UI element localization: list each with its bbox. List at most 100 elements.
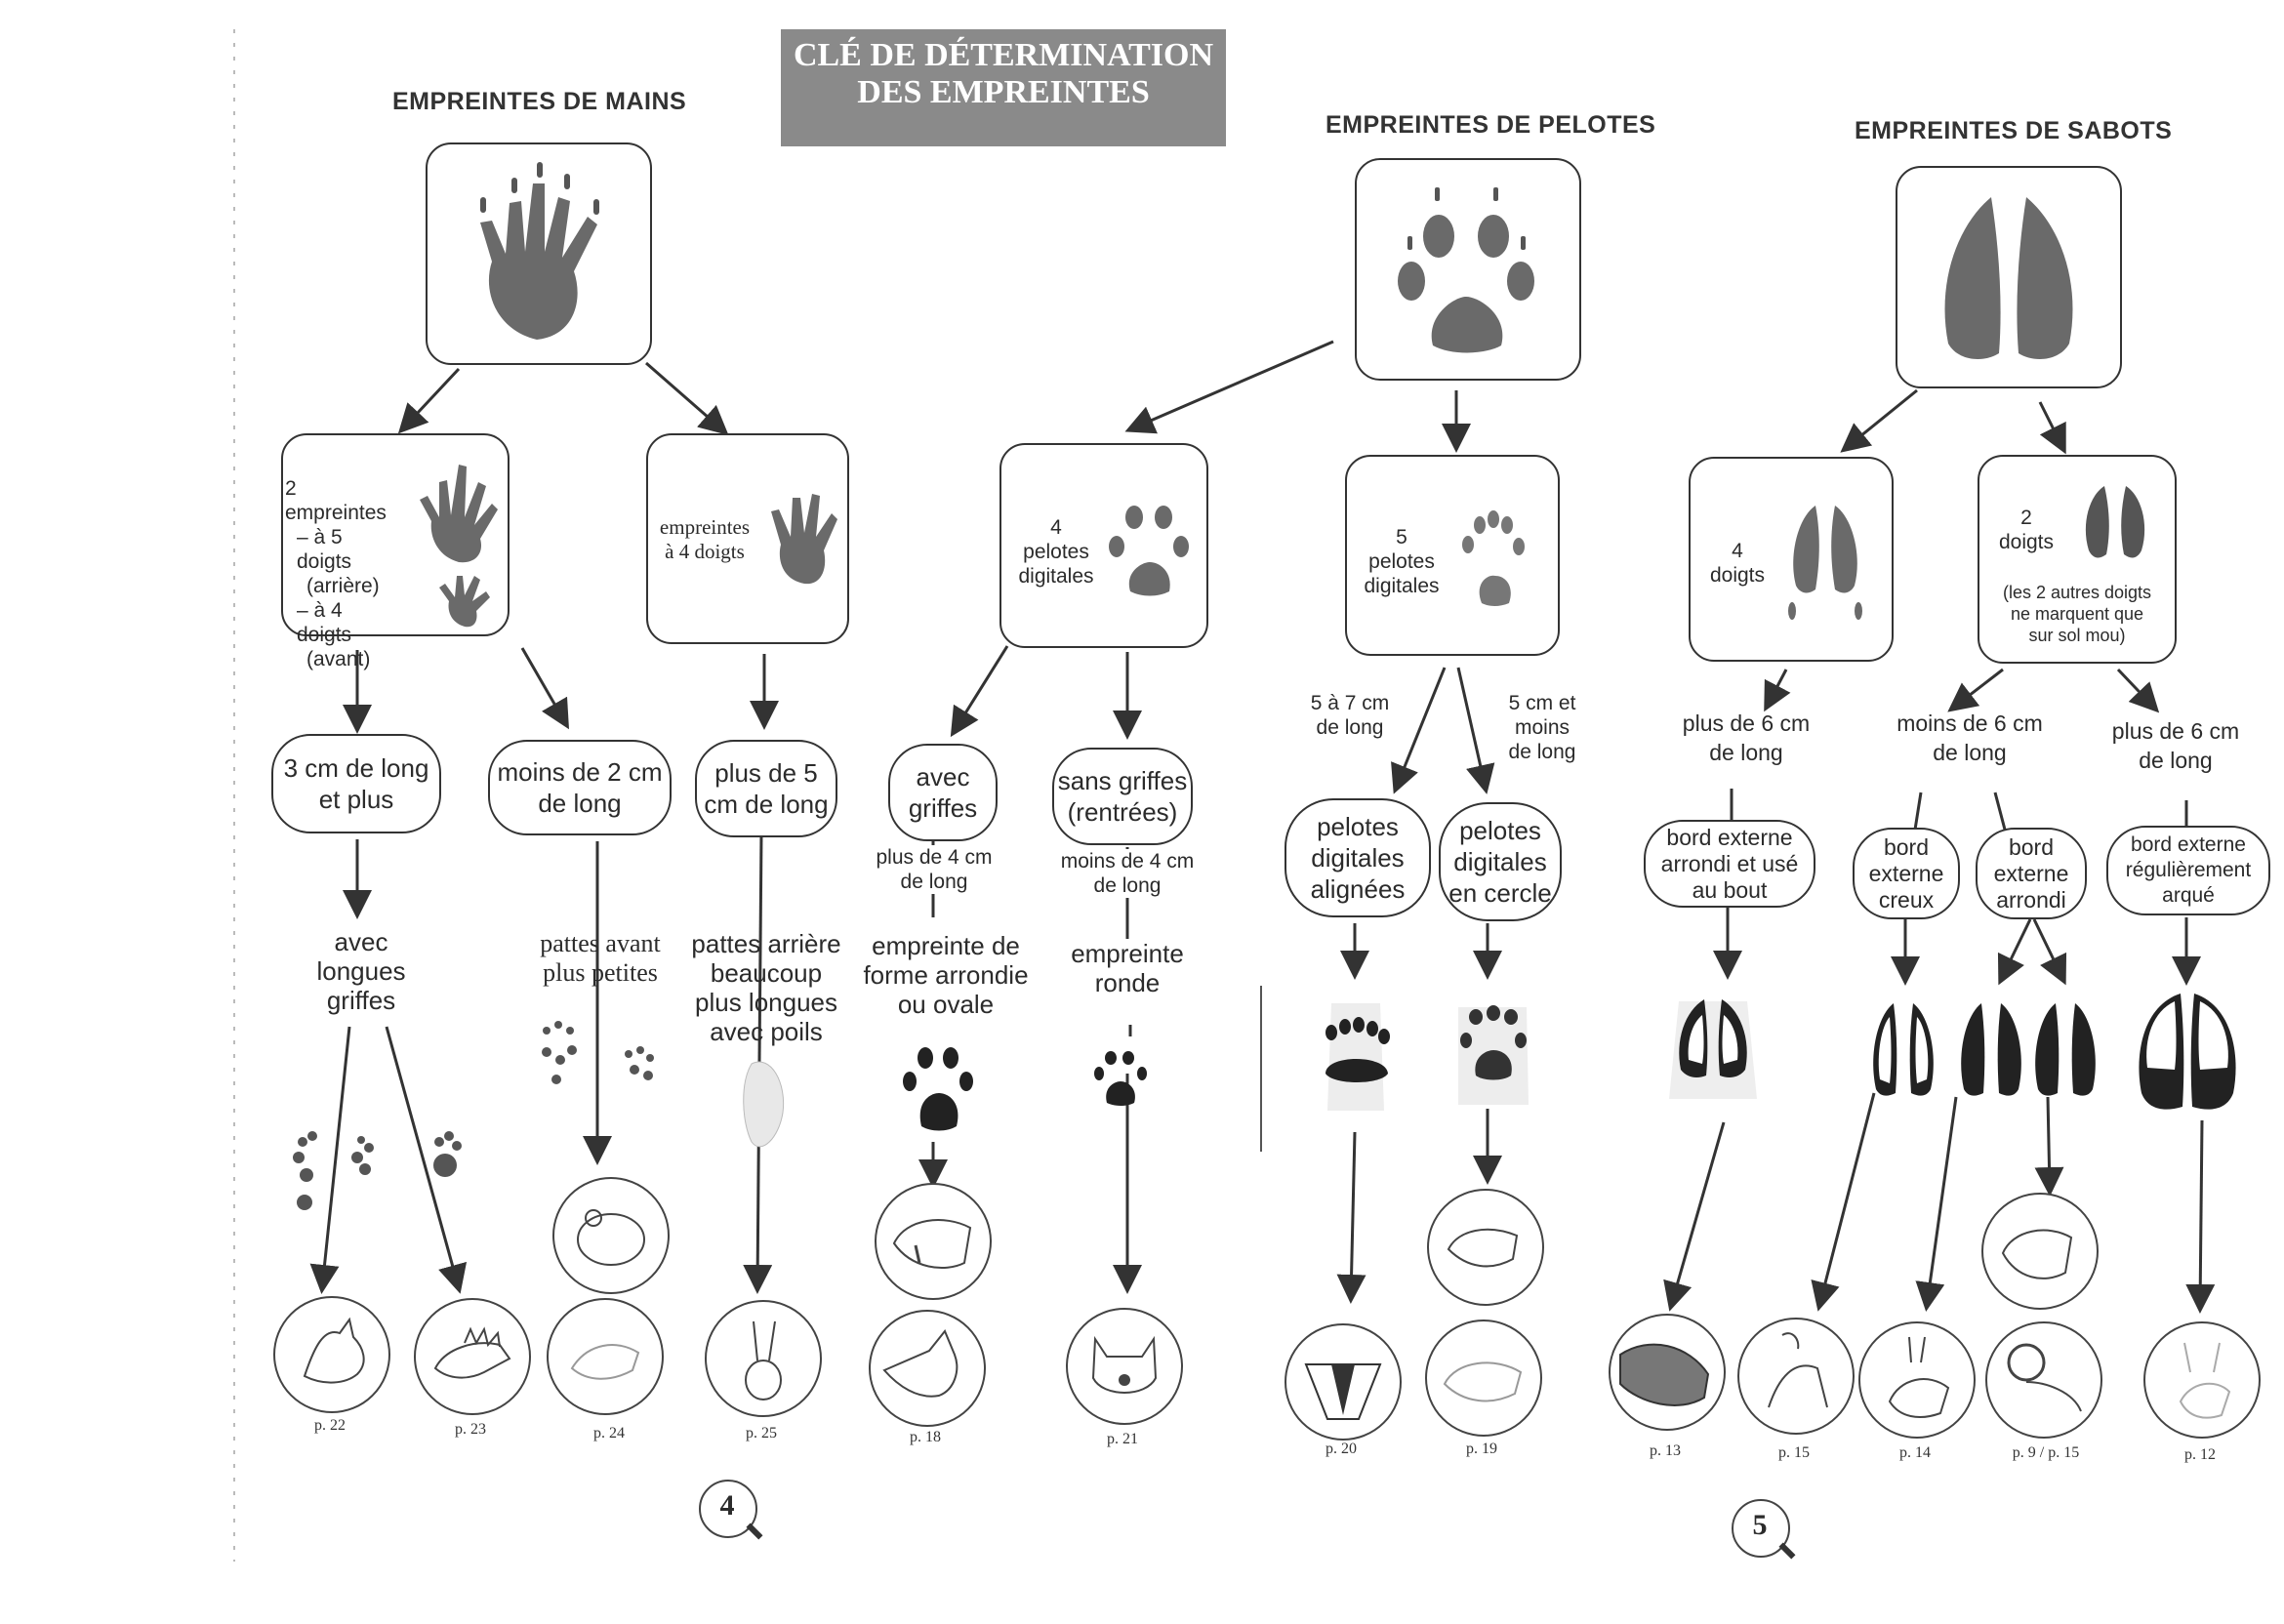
portrait-blaireau[interactable] — [1285, 1323, 1402, 1441]
desc-forme-ovale-l2: forme arrondie — [863, 960, 1029, 990]
desc-forme-ovale-l1: empreinte de — [872, 931, 1020, 960]
box-4-doigts-l1: 4 — [1732, 540, 1743, 562]
portrait-chamois[interactable] — [1737, 1318, 1855, 1435]
animal-portrait-icon — [882, 1329, 958, 1398]
portrait-renard[interactable] — [869, 1310, 986, 1427]
four-finger-print-icon — [771, 494, 837, 585]
pill-pelotes-alignees-l3: alignées — [1310, 874, 1406, 904]
animal-portrait-icon — [1447, 1228, 1519, 1268]
section-title-sabots: EMPREINTES DE SABOTS — [1855, 117, 2173, 144]
portrait-campagnol[interactable] — [552, 1177, 670, 1294]
portrait-chien[interactable] — [875, 1183, 992, 1300]
animal-portrait-icon — [1304, 1363, 1382, 1420]
page-ref-12[interactable]: p. 12 — [2184, 1446, 2216, 1463]
box-four-fingers-text: empreintes — [659, 515, 751, 539]
portrait-chevreuil-male[interactable] — [1858, 1321, 1976, 1439]
section-title-pelotes: EMPREINTES DE PELOTES — [1326, 111, 1656, 139]
pill-pelotes-cercle-l3: en cercle — [1448, 878, 1552, 908]
desc-pattes-avant-l2: plus petites — [543, 958, 658, 987]
page-ref-21[interactable]: p. 21 — [1107, 1431, 1138, 1447]
portrait-chat[interactable] — [1066, 1308, 1183, 1425]
magnifier-handle — [746, 1522, 763, 1540]
page-ref-9-15[interactable]: p. 9 / p. 15 — [2012, 1444, 2080, 1461]
box-5-pelotes-l2: pelotes — [1368, 550, 1435, 573]
animal-portrait-icon — [745, 1320, 782, 1401]
desc-pattes-arriere-l2: beaucoup — [710, 958, 823, 988]
box-5-pelotes-l1: 5 — [1396, 526, 1407, 548]
page-ref-22[interactable]: p. 22 — [314, 1417, 346, 1434]
box-4-pelotes-l2: pelotes — [1023, 541, 1089, 563]
pill-bord-creux-l2: externe — [1868, 860, 1944, 886]
hoof-print-chamois — [1873, 1003, 1934, 1096]
page-ref-23[interactable]: p. 23 — [455, 1421, 486, 1438]
pill-bord-use-l1: bord externe — [1666, 824, 1793, 850]
len-5cm-moins-l1: 5 cm et — [1508, 692, 1576, 714]
hoof-print-box — [1896, 166, 2122, 388]
desc-longues-griffes-l3: griffes — [326, 986, 396, 1015]
len-plus-6cm-b-l2: de long — [2139, 748, 2213, 773]
portrait-lievre[interactable] — [705, 1300, 822, 1417]
page-ref-15[interactable]: p. 15 — [1778, 1444, 1810, 1461]
hoof-print-mouflon — [2035, 1003, 2096, 1096]
page-ref-19[interactable]: p. 19 — [1466, 1441, 1497, 1457]
box-2-doigts-note-l2: ne marquent que — [2010, 604, 2144, 624]
page-ref-20[interactable]: p. 20 — [1326, 1441, 1357, 1457]
page-number-left-text: 4 — [719, 1489, 735, 1522]
page-ref-25[interactable]: p. 25 — [746, 1425, 777, 1441]
box-two-prints-front-label: (avant) — [306, 648, 371, 670]
pill-avec-griffes-l1: avec — [916, 762, 970, 792]
portrait-chevreuil[interactable] — [273, 1296, 390, 1413]
hoof-print-icon — [1944, 197, 2073, 359]
desc-pattes-arriere-l3: plus longues — [695, 988, 837, 1017]
hoof-print-boar — [1669, 999, 1757, 1099]
portrait-fouine[interactable] — [1427, 1189, 1544, 1306]
pill-bord-use-l3: au bout — [1692, 876, 1768, 903]
len-plus-4cm-l2: de long — [900, 871, 968, 893]
box-4-doigts-l2: doigts — [1709, 564, 1766, 587]
page-number-left: 4 — [699, 1480, 763, 1542]
hand-print-icon — [480, 162, 599, 340]
len-plus-6cm-a-l1: plus de 6 cm — [1682, 710, 1811, 736]
len-5cm-moins-l2: moins — [1514, 716, 1570, 739]
animal-portrait-icon — [1888, 1336, 1950, 1418]
portrait-herisson[interactable] — [414, 1298, 531, 1415]
page-title-line2: DES EMPREINTES — [857, 74, 1150, 110]
box-2-doigts-note-l3: sur sol mou) — [2028, 626, 2126, 645]
section-title-mains: EMPREINTES DE MAINS — [392, 88, 687, 115]
portrait-loutre[interactable] — [1425, 1320, 1542, 1437]
box-two-prints-text: 2 empreintes — [285, 477, 387, 524]
portrait-mouflon[interactable] — [1985, 1321, 2102, 1439]
len-5-a-7cm-l2: de long — [1316, 716, 1384, 739]
portrait-bouquetin[interactable] — [1981, 1193, 2099, 1310]
portrait-cerf[interactable] — [2143, 1321, 2261, 1439]
page-ref-13[interactable]: p. 13 — [1650, 1442, 1681, 1459]
portrait-rat[interactable] — [547, 1298, 664, 1415]
pill-pelotes-alignees-l1: pelotes — [1317, 812, 1399, 841]
paw-print-icon — [1398, 187, 1534, 353]
desc-longues-griffes-l1: avec — [334, 927, 388, 956]
pill-plus-5cm-l1: plus de 5 — [714, 758, 818, 788]
page-ref-14[interactable]: p. 14 — [1899, 1444, 1931, 1461]
len-moins-6cm-l2: de long — [1933, 740, 2007, 765]
page-ref-24[interactable]: p. 24 — [593, 1425, 625, 1441]
animal-portrait-icon — [570, 1344, 640, 1380]
pill-bord-creux-l1: bord — [1883, 833, 1930, 860]
page-ref-18[interactable]: p. 18 — [910, 1429, 941, 1445]
pill-sans-griffes-l2: (rentrées) — [1067, 797, 1178, 827]
hoof-print-roe — [1961, 1003, 2021, 1096]
paw-print-cat — [1094, 1051, 1147, 1106]
pill-pelotes-cercle-l2: digitales — [1453, 847, 1547, 876]
portrait-sanglier[interactable] — [1609, 1314, 1726, 1431]
animal-portrait-icon — [2007, 1343, 2082, 1412]
animal-portrait-icon — [1619, 1343, 1710, 1406]
